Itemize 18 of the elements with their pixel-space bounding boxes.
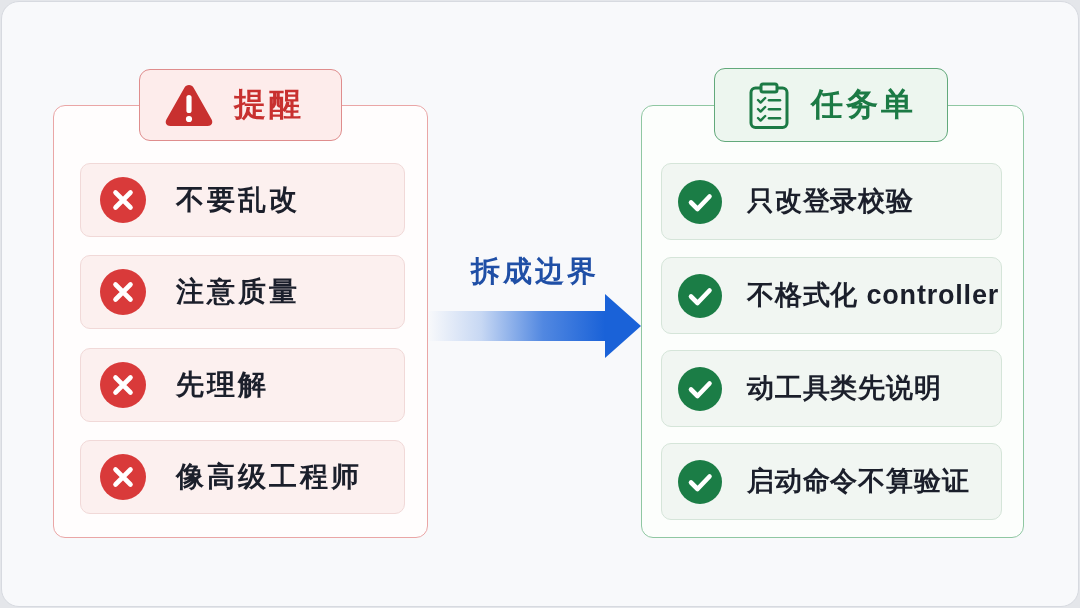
panel-heading: 提醒 [234, 87, 304, 123]
list-item [80, 440, 405, 514]
item-text: 动工具类先说明 [747, 373, 942, 404]
list-item [661, 163, 1002, 240]
item-text: 启动命令不算验证 [747, 466, 970, 497]
item-text: 不格式化 controller [747, 280, 1000, 311]
item-text: 只改登录校验 [747, 186, 914, 217]
item-text: 先理解 [176, 369, 269, 401]
item-text: 不要乱改 [176, 184, 300, 216]
list-item [80, 348, 405, 422]
list-item [661, 443, 1002, 520]
item-text: 注意质量 [176, 276, 300, 308]
item-text: 像高级工程师 [176, 461, 362, 493]
list-item [80, 255, 405, 329]
list-item [80, 163, 405, 237]
list-item [661, 257, 1002, 334]
panel-heading: 任务单 [811, 87, 916, 123]
list-item [661, 350, 1002, 427]
